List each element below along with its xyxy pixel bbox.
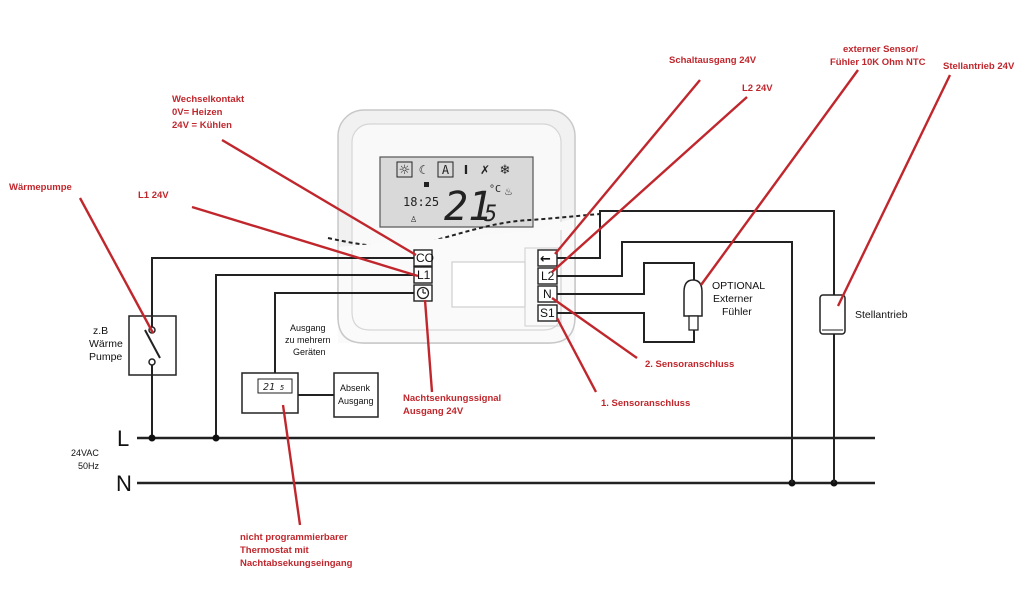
annotation-schaltausgang: Schaltausgang 24V [669,55,757,66]
ausgang-label-line1: Ausgang [290,323,326,333]
annotation-l1-24v: L1 24V [138,190,169,201]
optional-sensor [683,279,703,331]
annotation-nacht-line2: Ausgang 24V [403,406,464,417]
annotation-l2-24v: L2 24V [742,83,773,94]
lcd-unit: °C [489,184,501,195]
small-thermostat-display-decimal: 5 [280,384,284,392]
absenk-label-line2: Ausgang [338,396,374,406]
person-icon: ♙ [410,215,417,224]
lcd-temperature-decimal: 5 [484,202,497,227]
annotation-thermo-line2: Thermostat mit [240,545,309,556]
thermostat-device: ☼ ☾ A I ✗ ❄ 18:25 ♙ 21 5 °C ♨ [327,109,601,344]
annotation-wechsel-line3: 24V = Kühlen [172,120,232,131]
ausgang-label-line3: Geräten [293,347,326,357]
annotation-thermo-line3: Nachtabsekungseingang [240,558,353,569]
pump-label-line2: Wärme [89,338,123,350]
bus-n-label: N [116,471,132,496]
wiring [137,210,875,487]
stellantrieb-label: Stellantrieb [855,309,908,321]
supply-label-line1: 24VAC [71,448,99,458]
mode-icons: ☼ ☾ A I ✗ ❄ [396,161,511,178]
pump-label-line1: z.B [93,325,108,337]
small-thermostat: 21 5 [241,372,299,414]
pump-label-line3: Pumpe [89,351,122,363]
snowflake-icon: ❄ [500,163,511,178]
moon-icon: ☾ [419,163,430,177]
flame-icon: ♨ [504,187,513,198]
optional-label-line2: Externer [713,293,753,305]
terminal-n: N [543,287,552,301]
annotation-waermepumpe: Wärmepumpe [9,182,72,193]
annotation-ext-sensor-line2: Fühler 10K Ohm NTC [830,57,926,68]
fan-icon: ✗ [480,163,490,177]
annotation-nacht-line1: Nachtsenkungssignal [403,393,501,404]
optional-label-line3: Fühler [722,306,752,318]
ausgang-label-line2: zu mehrern [285,335,331,345]
t-icon: I [464,163,468,177]
annotation-stellantrieb-24v: Stellantrieb 24V [943,61,1015,72]
optional-label-line1: OPTIONAL [712,280,765,292]
lcd-temperature: 21 [444,184,492,230]
clock-icon [416,286,430,300]
cutaway-line [327,213,601,248]
annotation-lines [78,69,952,526]
absenk-ausgang-box [333,372,379,418]
annotation-ext-sensor-line1: externer Sensor/ [843,44,918,55]
annotation-sensor1: 1. Sensoranschluss [601,398,690,409]
annotation-wechsel-line1: Wechselkontakt [172,94,245,105]
center-window [451,261,526,308]
lcd-display [379,156,534,228]
terminal-l1: L1 [417,268,431,282]
bus-l-label: L [117,426,129,451]
terminal-block-right: ← L2 N S1 [537,249,558,322]
auto-mode-indicator: A [442,163,450,177]
supply-label-line2: 50Hz [78,461,100,471]
terminal-s1: S1 [540,306,555,320]
terminal-l2: L2 [541,269,555,283]
annotation-sensor2: 2. Sensoranschluss [645,359,734,370]
arrow-left-icon: ← [540,252,551,267]
annotation-thermo-line1: nicht programmierbarer [240,532,348,543]
sun-icon: ☼ [399,163,411,178]
annotation-wechsel-line2: 0V= Heizen [172,107,223,118]
heat-pump-box [128,315,177,376]
lcd-time: 18:25 [403,195,439,209]
absenk-label-line1: Absenk [340,383,371,393]
small-thermostat-display: 21 [263,382,275,393]
terminal-co: CO [416,251,434,265]
